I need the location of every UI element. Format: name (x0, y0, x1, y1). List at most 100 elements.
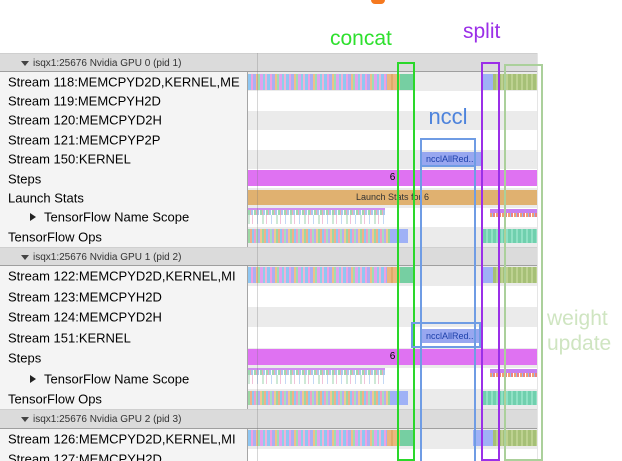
weight-update-line2: update (547, 332, 612, 355)
gpu2-header[interactable]: isqx1:25676 Nvidia GPU 2 (pid 3) (0, 409, 537, 429)
kernel-stripe-segment[interactable] (248, 73, 387, 90)
steps-bar[interactable]: 6 (248, 348, 537, 365)
ops-concat-segment[interactable] (390, 229, 408, 244)
track-label-cell: Steps (0, 168, 248, 189)
nccl-annotation-box-bottom (420, 165, 476, 167)
concat-annotation-box (397, 62, 415, 461)
track-row-stream-150: ncclAllRed... Stream 150:KERNEL (0, 149, 622, 169)
track-label-cell: Steps (0, 347, 248, 369)
split-copy-segment[interactable] (482, 267, 493, 284)
track-row-name-scope-gpu1: TensorFlow Name Scope (0, 368, 622, 389)
gpu1-header[interactable]: isqx1:25676 Nvidia GPU 1 (pid 2) (0, 246, 537, 266)
track-row-stream-151: ncclAllRed... Stream 151:KERNEL (0, 327, 622, 348)
name-scope-segment[interactable] (490, 208, 537, 213)
timeline-right-edge (537, 53, 538, 461)
track-label: Stream 151:KERNEL (8, 330, 131, 346)
track-row-stream-123: Stream 123:MEMCPYH2D (0, 286, 622, 307)
track-label: Stream 121:MEMCPYP2P (8, 132, 161, 148)
concat-annotation-label: concat (330, 27, 392, 50)
name-scope-minimap[interactable] (248, 368, 385, 385)
memcpy-segment[interactable] (387, 430, 400, 447)
steps-bar[interactable]: 6 (248, 169, 537, 186)
nccl-allreduce-bar[interactable]: ncclAllRed... (422, 151, 481, 166)
nccl-annotation-box-gpu1 (411, 322, 481, 348)
gpu2-header-label: isqx1:25676 Nvidia GPU 2 (pid 3) (33, 414, 182, 426)
name-scope-ticks[interactable] (490, 373, 537, 378)
track-label-cell: Stream 119:MEMCPYH2D (0, 91, 248, 111)
track-label: Stream 124:MEMCPYD2H (8, 309, 162, 325)
track-label-cell: TensorFlow Name Scope (0, 207, 248, 228)
track-label-cell: TensorFlow Ops (0, 388, 248, 410)
track-label: Launch Stats (8, 190, 84, 206)
split-copy-segment[interactable] (473, 430, 493, 447)
track-row-stream-126: Stream 126:MEMCPYD2D,KERNEL,MI (0, 428, 622, 449)
collapse-triangle-icon[interactable] (21, 61, 29, 66)
track-row-launch-stats: Launch Stats for 6 Launch Stats (0, 188, 622, 208)
concat-kernel-segment[interactable] (400, 73, 415, 90)
track-row-stream-122: Stream 122:MEMCPYD2D,KERNEL,MI (0, 265, 622, 287)
concat-kernel-segment[interactable] (400, 430, 415, 447)
track-row-stream-119: Stream 119:MEMCPYH2D (0, 91, 622, 111)
track-row-steps-gpu0: 6 Steps (0, 168, 622, 189)
track-label-cell: Stream 151:KERNEL (0, 327, 248, 348)
nccl-annotation-box (420, 138, 476, 461)
track-label: Stream 126:MEMCPYD2D,KERNEL,MI (8, 431, 236, 447)
track-label: TensorFlow Name Scope (44, 371, 190, 387)
expand-triangle-icon[interactable] (30, 374, 36, 383)
track-row-name-scope-gpu0: TensorFlow Name Scope (0, 207, 622, 228)
track-label-cell: Stream 150:KERNEL (0, 149, 248, 169)
track-label-cell: TensorFlow Name Scope (0, 368, 248, 389)
memcpy-segment[interactable] (387, 267, 400, 284)
clipped-orange-annotation-icon (371, 0, 385, 4)
name-scope-minimap[interactable] (248, 207, 385, 225)
ops-weight-update-segment[interactable] (483, 390, 537, 405)
track-label: Stream 119:MEMCPYH2D (8, 93, 161, 109)
track-label: Stream 127:MEMCPYH2D (8, 451, 162, 461)
ops-stripe-segment[interactable] (248, 229, 390, 244)
track-label-cell: Stream 123:MEMCPYH2D (0, 286, 248, 307)
gpu1-group: isqx1:25676 Nvidia GPU 1 (pid 2) Stream … (0, 246, 622, 410)
track-row-stream-118: Stream 118:MEMCPYD2D,KERNEL,ME (0, 72, 622, 92)
collapse-triangle-icon[interactable] (21, 254, 29, 260)
track-label-cell: Stream 121:MEMCPYP2P (0, 130, 248, 150)
ops-stripe-segment[interactable] (248, 390, 390, 405)
track-label-cell: Stream 118:MEMCPYD2D,KERNEL,ME (0, 72, 248, 92)
name-scope-ticks[interactable] (490, 212, 537, 217)
track-label-cell: Stream 122:MEMCPYD2D,KERNEL,MI (0, 265, 248, 287)
launch-stats-bar[interactable]: Launch Stats for 6 (248, 190, 537, 206)
track-label-cell: TensorFlow Ops (0, 227, 248, 247)
gpu1-header-label: isqx1:25676 Nvidia GPU 1 (pid 2) (33, 251, 182, 263)
nccl-allreduce-bar[interactable]: ncclAllRed... (422, 329, 481, 344)
track-label-cell: Stream 126:MEMCPYD2D,KERNEL,MI (0, 428, 248, 449)
ops-weight-update-segment[interactable] (483, 229, 537, 244)
kernel-stripe-segment[interactable] (248, 267, 387, 284)
ops-concat-segment[interactable] (390, 390, 408, 405)
concat-kernel-segment[interactable] (400, 267, 415, 284)
gpu0-header-row: isqx1:25676 Nvidia GPU 0 (pid 1) (0, 53, 622, 72)
split-annotation-label: split (463, 20, 501, 43)
memcpy-segment[interactable] (387, 73, 400, 90)
gpu2-header-row: isqx1:25676 Nvidia GPU 2 (pid 3) (0, 409, 622, 429)
name-scope-segment[interactable] (490, 369, 537, 374)
split-copy-segment[interactable] (482, 73, 493, 90)
track-label: TensorFlow Ops (8, 391, 102, 407)
gpu0-group: isqx1:25676 Nvidia GPU 0 (pid 1) Stream … (0, 53, 622, 247)
timeline-lane (248, 110, 537, 131)
track-row-stream-120: Stream 120:MEMCPYD2H (0, 110, 622, 131)
weight-update-annotation-box (504, 64, 543, 461)
gpu2-group: isqx1:25676 Nvidia GPU 2 (pid 3) Stream … (0, 409, 622, 461)
kernel-stripe-segment[interactable] (248, 430, 387, 447)
nccl-annotation-label: nccl (428, 104, 468, 129)
expand-triangle-icon[interactable] (30, 213, 36, 222)
track-label-cell: Launch Stats (0, 188, 248, 208)
track-label: Steps (8, 350, 42, 366)
collapse-triangle-icon[interactable] (21, 417, 29, 423)
track-row-stream-121: Stream 121:MEMCPYP2P (0, 130, 622, 150)
track-row-ops-gpu1: TensorFlow Ops (0, 388, 622, 410)
track-label-cell: Stream 120:MEMCPYD2H (0, 110, 248, 131)
track-label: Stream 118:MEMCPYD2D,KERNEL,ME (8, 74, 240, 90)
timeline-gridline (257, 53, 258, 461)
track-label: Stream 123:MEMCPYH2D (8, 289, 162, 305)
gpu0-header[interactable]: isqx1:25676 Nvidia GPU 0 (pid 1) (0, 53, 537, 72)
